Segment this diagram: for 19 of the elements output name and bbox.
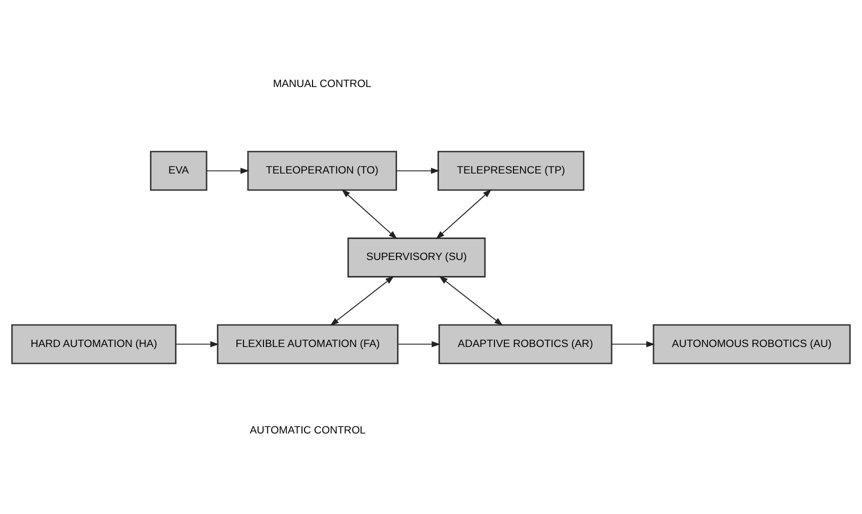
node-box: SUPERVISORY (SU)	[347, 237, 486, 277]
node-box: FLEXIBLE AUTOMATION (FA)	[216, 324, 398, 364]
arrow	[436, 188, 492, 239]
arrow	[611, 340, 655, 347]
arrow	[439, 275, 503, 326]
arrow	[206, 167, 250, 174]
node-box: AUTONOMOUS ROBOTICS (AU)	[652, 324, 851, 364]
arrow	[330, 275, 394, 326]
label: MANUAL CONTROL	[272, 77, 372, 90]
arrow	[176, 340, 219, 347]
arrow	[396, 167, 440, 174]
label: AUTOMATIC CONTROL	[250, 424, 366, 436]
node-box: TELEPRESENCE (TP)	[438, 150, 584, 190]
node-box: EVA	[150, 150, 208, 190]
node-box: TELEOPERATION (TO)	[247, 150, 398, 190]
node-box: ADAPTIVE ROBOTICS (AR)	[438, 324, 612, 364]
arrow	[397, 340, 440, 347]
node-box: HARD AUTOMATION (HA)	[11, 324, 176, 364]
arrow	[342, 188, 398, 239]
